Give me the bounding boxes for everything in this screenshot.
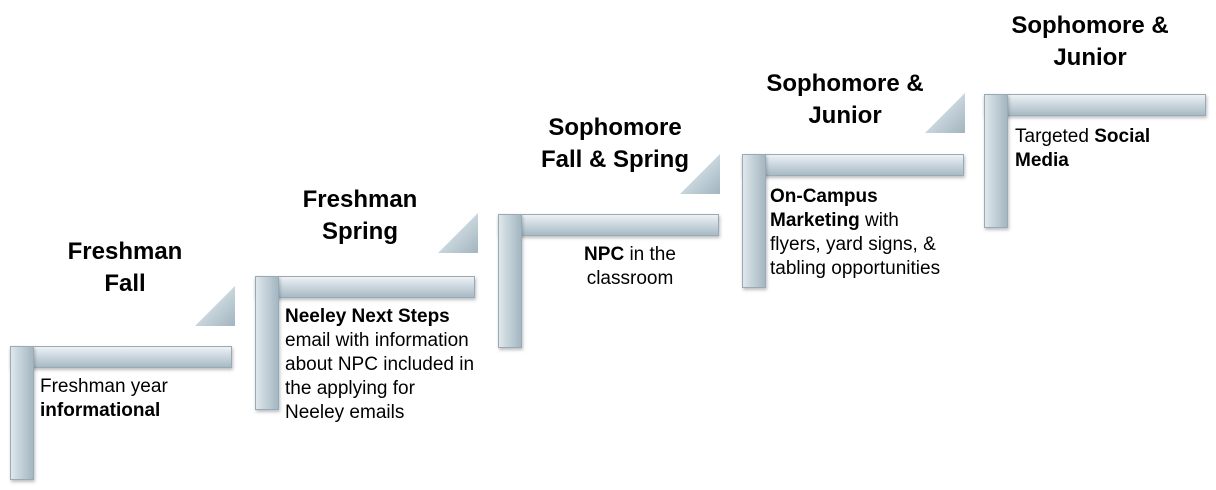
- step-1-title: Freshman Fall: [67, 238, 183, 297]
- step-5-description: Targeted Social Media: [1015, 125, 1200, 173]
- step-1-desc-bold: informational: [40, 400, 161, 421]
- step-3-description: NPC in the classroom: [560, 243, 700, 291]
- step-2-horizontal-bar: [255, 276, 475, 298]
- step-2-description: Neeley Next Steps email with information…: [285, 305, 475, 425]
- step-5-desc-bold: Social Media: [1015, 126, 1151, 171]
- step-4-horizontal-bar: [742, 154, 964, 176]
- step-2-desc-bold: Neeley Next Steps: [285, 306, 450, 327]
- step-3-title: Sophomore Fall & Spring: [540, 114, 689, 173]
- step-5-desc-before: Targeted: [1015, 126, 1095, 147]
- step-4-description: On-Campus Marketing with flyers, yard si…: [770, 185, 950, 281]
- step-2-title: Freshman Spring: [302, 186, 418, 245]
- step-3-desc-bold: NPC: [584, 244, 625, 265]
- step-4-desc-after: with flyers, yard signs, & tabling oppor…: [770, 210, 941, 279]
- step-5-title: Sophomore & Junior: [1011, 12, 1169, 71]
- step-2-vertical-bar: [255, 276, 279, 410]
- step-4-title: Sophomore & Junior: [766, 70, 924, 129]
- step-5-horizontal-bar: [984, 94, 1206, 116]
- step-4-desc-bold: On-Campus Marketing: [770, 186, 878, 231]
- step-4-vertical-bar: [742, 154, 766, 288]
- step-3-horizontal-bar: [498, 214, 719, 236]
- step-2-desc-after: email with information about NPC include…: [285, 330, 475, 423]
- step-5-vertical-bar: [984, 94, 1008, 228]
- step-1-vertical-bar: [10, 346, 34, 480]
- step-1-desc-before: Freshman year: [40, 376, 168, 397]
- step-3-vertical-bar: [498, 214, 522, 348]
- step-1-horizontal-bar: [10, 346, 232, 368]
- step-1-description: Freshman year informational: [40, 375, 225, 423]
- step-3-desc-after: in the classroom: [586, 244, 676, 289]
